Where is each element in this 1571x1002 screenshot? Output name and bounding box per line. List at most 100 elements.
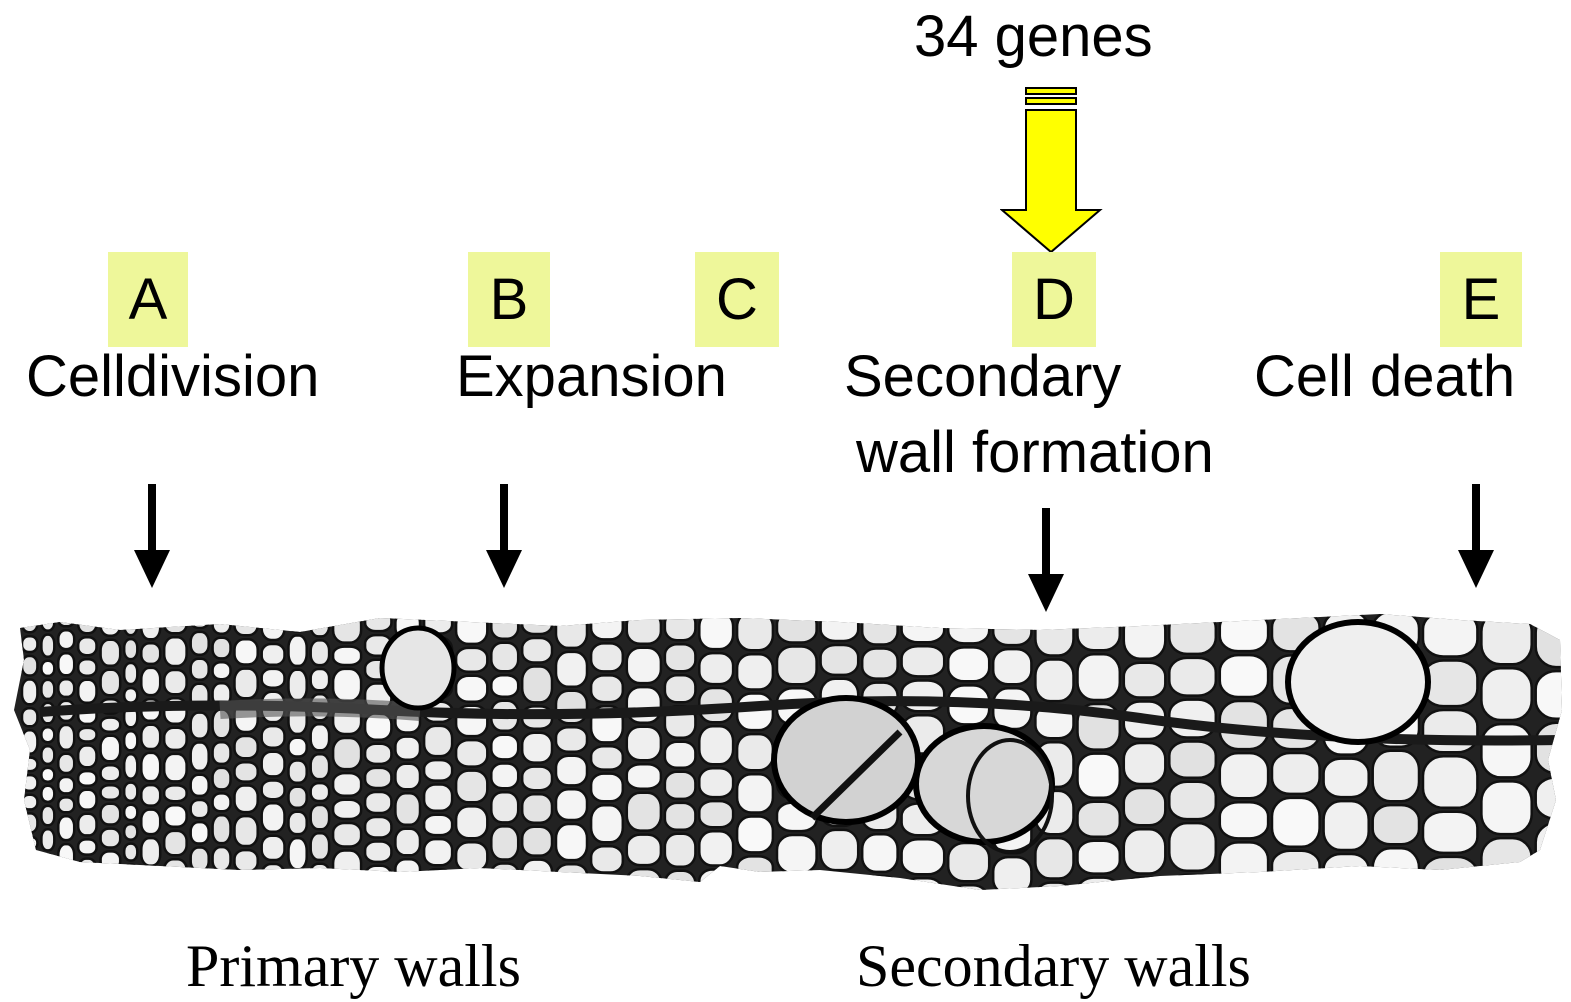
tissue-cell xyxy=(141,838,160,866)
tissue-cell xyxy=(1536,777,1571,818)
tissue-cell xyxy=(164,805,186,827)
tissue-cell xyxy=(395,764,420,790)
tissue-cell xyxy=(556,756,587,786)
tissue-cell xyxy=(311,833,329,860)
tissue-cell xyxy=(1169,782,1216,819)
stage-letter-c: C xyxy=(695,252,779,347)
tissue-cell xyxy=(665,772,696,799)
tissue-cell xyxy=(627,727,661,761)
tissue-cell xyxy=(164,754,186,782)
stage-letter-a: A xyxy=(108,252,188,347)
tissue-cell xyxy=(365,612,391,631)
tissue-cell xyxy=(365,744,391,764)
tissue-cell xyxy=(22,854,37,880)
tissue-cell xyxy=(262,612,285,640)
tissue-cell xyxy=(191,875,209,893)
tissue-cell xyxy=(22,884,37,900)
tissue-cell xyxy=(556,652,587,687)
tissue-cell xyxy=(1481,838,1531,889)
tissue-cell xyxy=(289,612,307,632)
tissue-cell xyxy=(333,851,361,883)
tissue-cell xyxy=(124,663,137,684)
tissue-cell xyxy=(737,817,773,853)
tissue-cell xyxy=(1423,612,1477,657)
tissue-cell xyxy=(862,612,897,645)
tissue-cell xyxy=(141,725,160,749)
tissue-cell xyxy=(213,815,231,843)
tissue-cell xyxy=(311,783,329,801)
tissue-cell xyxy=(289,738,307,757)
tissue-cell xyxy=(1078,878,1120,900)
tissue-cell xyxy=(395,859,420,882)
tissue-cell xyxy=(101,804,121,825)
tissue-cell xyxy=(141,753,160,781)
tissue-cell xyxy=(424,815,452,835)
tissue-cell xyxy=(456,842,487,871)
tissue-cell xyxy=(311,724,329,750)
genes-label: 34 genes xyxy=(914,8,1153,66)
tissue-cell xyxy=(1078,841,1120,874)
tissue-cell xyxy=(124,639,137,659)
tissue-cell xyxy=(41,727,54,742)
tissue-cell xyxy=(101,718,121,732)
tissue-cell xyxy=(41,746,54,764)
tissue-cell xyxy=(333,647,361,665)
tissue-cell xyxy=(821,874,859,900)
tissue-cell xyxy=(665,871,696,900)
tissue-cell xyxy=(665,834,696,867)
tissue-cell xyxy=(777,835,817,873)
tissue-cell xyxy=(78,889,96,900)
tissue-cell xyxy=(1481,612,1531,664)
tissue-cell xyxy=(124,783,137,801)
tissue-cell xyxy=(58,875,74,900)
tissue-cell xyxy=(289,838,307,869)
tissue-cell xyxy=(862,876,897,900)
tissue-cell xyxy=(1481,668,1531,720)
tissue-cell xyxy=(101,765,121,781)
tissue-cell xyxy=(365,842,391,862)
tissue-cell xyxy=(22,612,37,632)
tissue-cell xyxy=(395,737,420,760)
tissue-cell xyxy=(627,835,661,866)
tissue-cell xyxy=(665,612,696,640)
tissue-cell xyxy=(491,764,518,789)
tissue-cell xyxy=(862,834,897,872)
tissue-cell xyxy=(1373,751,1419,802)
tissue-cell xyxy=(491,612,518,639)
tissue-cell xyxy=(78,612,96,633)
tissue-cell xyxy=(591,846,623,872)
tissue-cell xyxy=(191,659,209,680)
tissue-cell xyxy=(262,864,285,890)
tissue-cell xyxy=(1035,612,1073,656)
tissue-cell xyxy=(699,653,733,684)
tissue-cell xyxy=(556,864,587,890)
tissue-cell xyxy=(191,775,209,796)
tissue-cell xyxy=(164,612,186,633)
tissue-cell xyxy=(1035,838,1073,878)
tissue-cell xyxy=(311,669,329,690)
tissue-cell xyxy=(22,656,37,676)
tissue-cell xyxy=(821,645,859,675)
tissue-cell xyxy=(948,843,989,881)
tissue-cell xyxy=(1169,658,1216,696)
tissue-cell xyxy=(41,806,54,825)
tissue-cell xyxy=(289,873,307,899)
tissue-cell xyxy=(737,734,773,770)
tissue-cell xyxy=(395,829,420,856)
tissue-cell xyxy=(41,786,54,802)
tissue-cell xyxy=(213,612,231,634)
tissue-cell xyxy=(191,743,209,771)
tissue-cell xyxy=(191,632,209,655)
tissue-cell xyxy=(41,768,54,782)
stage-letter-e: E xyxy=(1440,252,1522,347)
tissue-cell xyxy=(262,644,285,665)
tissue-cell xyxy=(1324,854,1369,892)
stage-letter-d: D xyxy=(1012,252,1096,347)
tissue-cell xyxy=(124,844,137,861)
tissue-cell xyxy=(41,635,54,657)
tissue-cell xyxy=(365,768,391,788)
tissue-cell xyxy=(333,669,361,701)
tissue-cell xyxy=(665,803,696,830)
tissue-cell xyxy=(124,731,137,750)
tissue-cell xyxy=(333,738,361,769)
